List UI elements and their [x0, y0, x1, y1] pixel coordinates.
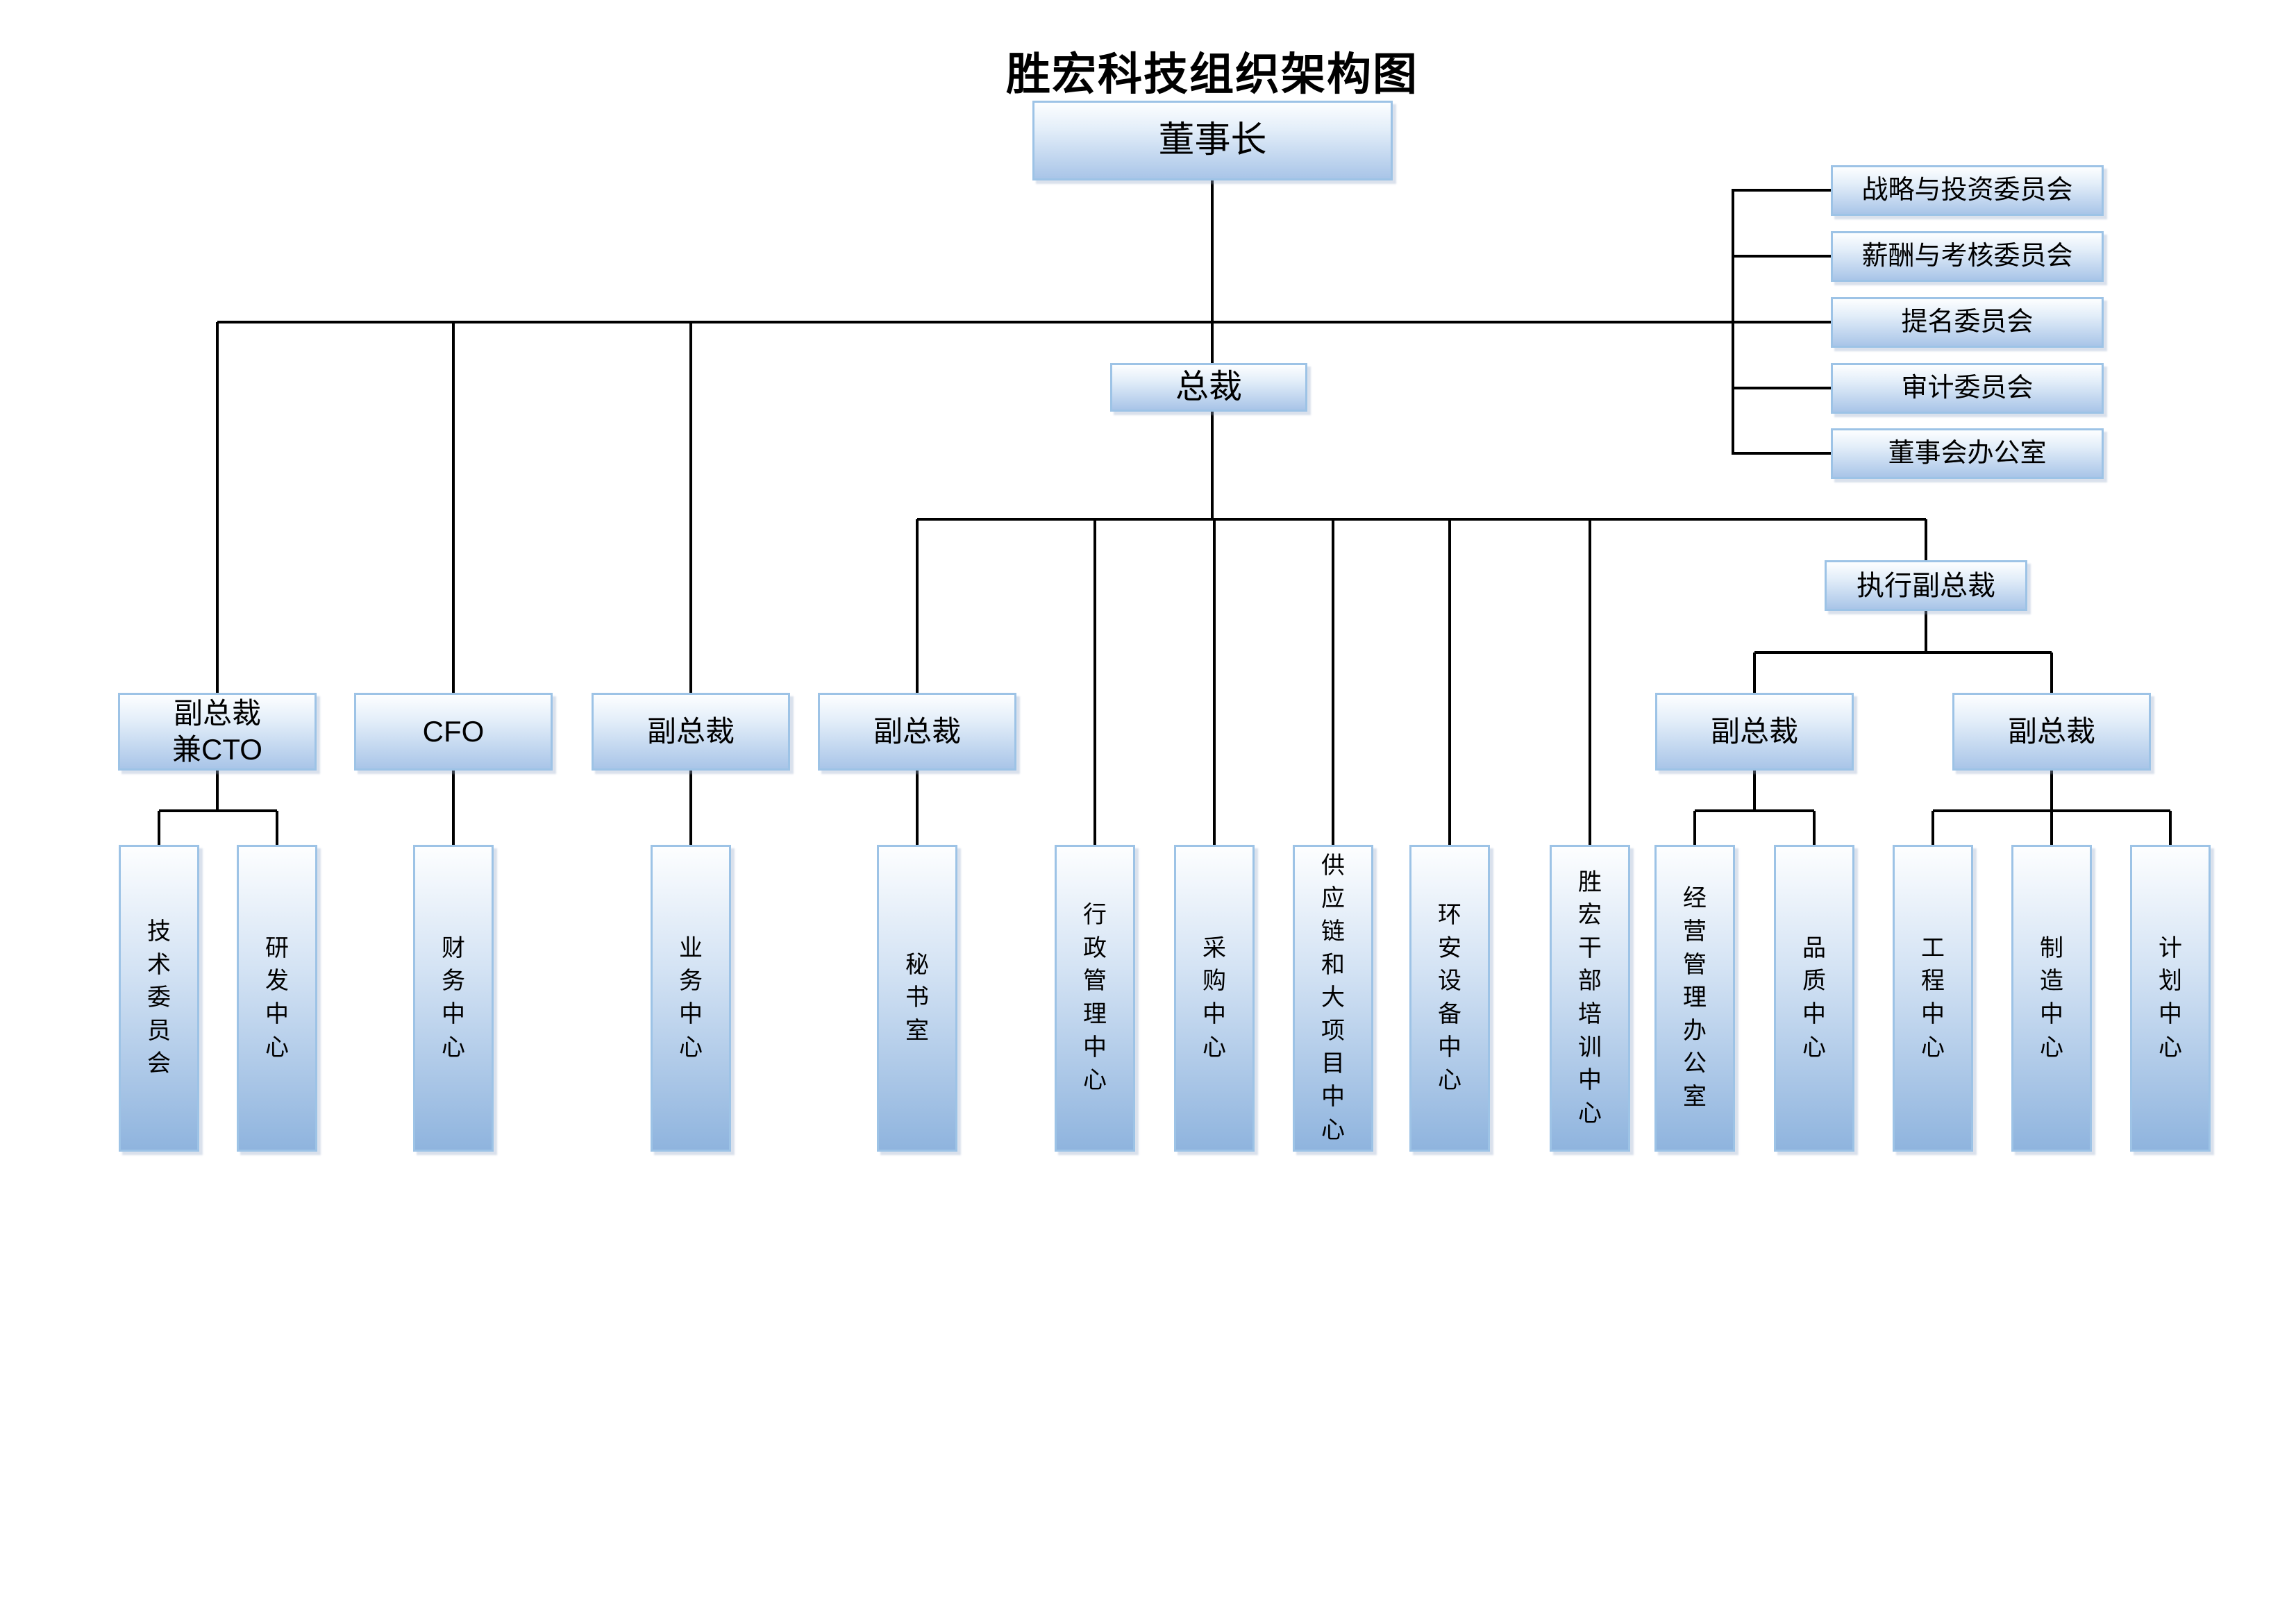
connector-line — [1211, 180, 1214, 363]
org-box-label: 执行副总裁 — [1857, 570, 1995, 601]
org-box-label: 副总裁 — [2007, 714, 2095, 748]
org-box-dept-operations-management-office: 经营管理办公室 — [1654, 845, 1735, 1152]
org-box-label: 行政管理中心 — [1083, 902, 1107, 1094]
connector-line — [916, 519, 919, 693]
org-box-dept-technology-committee: 技术委员会 — [119, 845, 199, 1152]
org-box-label: 董事会办公室 — [1888, 438, 2047, 468]
org-box-dept-secretary-office: 秘书室 — [877, 845, 957, 1152]
connector-line — [1753, 771, 1756, 811]
connector-line — [689, 771, 692, 845]
org-box-dept-cadre-training-center: 胜宏干部培训中心 — [1550, 845, 1630, 1152]
connector-line — [1732, 189, 1734, 455]
org-box-dept-supply-chain-major-projects-center: 供应链和大项目中心 — [1293, 845, 1373, 1152]
connector-line — [1733, 387, 1831, 389]
connector-line — [1448, 519, 1451, 845]
org-box-vp-manufacturing: 副总裁 — [1952, 693, 2151, 771]
connector-line — [1213, 519, 1216, 845]
connector-line — [2169, 811, 2172, 845]
org-box-dept-quality-center: 品质中心 — [1774, 845, 1854, 1152]
org-box-label: 董事长 — [1158, 120, 1267, 160]
connector-line — [159, 809, 277, 812]
connector-line — [689, 322, 692, 693]
org-box-label: 研发中心 — [265, 934, 289, 1061]
connector-line — [1211, 412, 1214, 519]
org-box-committee-audit: 审计委员会 — [1831, 363, 2104, 414]
org-box-label: 供应链和大项目中心 — [1321, 852, 1345, 1143]
org-box-label: 品质中心 — [1802, 934, 1826, 1061]
org-box-committee-strategy-investment: 战略与投资委员会 — [1831, 165, 2104, 216]
org-box-dept-engineering-center: 工程中心 — [1893, 845, 1973, 1152]
org-box-dept-business-center: 业务中心 — [651, 845, 731, 1152]
org-box-label: 副总裁 — [646, 714, 735, 748]
org-box-label: 提名委员会 — [1901, 307, 2034, 337]
connector-line — [2050, 811, 2053, 845]
connector-line — [1753, 653, 1756, 693]
org-box-chairman: 董事长 — [1032, 101, 1393, 180]
org-box-dept-planning-center: 计划中心 — [2130, 845, 2211, 1152]
org-box-label: 技术委员会 — [147, 918, 171, 1077]
org-box-label: 副总裁 兼CTO — [172, 696, 262, 766]
org-box-label: 计划中心 — [2159, 934, 2182, 1061]
connector-line — [1925, 611, 1927, 653]
org-box-dept-finance-center: 财务中心 — [413, 845, 494, 1152]
org-box-label: 制造中心 — [2040, 934, 2063, 1061]
connector-line — [1589, 519, 1591, 845]
org-box-dept-ehs-equipment-center: 环安设备中心 — [1409, 845, 1490, 1152]
connector-line — [452, 322, 455, 693]
org-box-label: 薪酬与考核委员会 — [1861, 241, 2073, 271]
org-box-label: 审计委员会 — [1901, 373, 2034, 403]
connector-line — [1733, 452, 1831, 455]
page-title: 胜宏科技组织架构图 — [1006, 49, 1418, 99]
org-box-dept-admin-management-center: 行政管理中心 — [1055, 845, 1135, 1152]
org-box-dept-manufacturing-center: 制造中心 — [2011, 845, 2092, 1152]
connector-line — [216, 322, 219, 693]
connector-line — [1093, 519, 1096, 845]
org-box-president: 总裁 — [1110, 363, 1307, 412]
org-box-label: 经营管理办公室 — [1683, 885, 1707, 1110]
connector-line — [2050, 653, 2053, 693]
org-box-label: 胜宏干部培训中心 — [1578, 868, 1602, 1127]
org-box-label: 秘书室 — [905, 951, 929, 1044]
connector-line — [1733, 255, 1831, 258]
org-box-label: 环安设备中心 — [1438, 902, 1461, 1094]
org-box-vp-secretary: 副总裁 — [818, 693, 1016, 771]
connector-line — [1925, 519, 1927, 560]
connector-line — [452, 771, 455, 845]
connector-line — [2050, 771, 2053, 811]
connector-line — [916, 771, 919, 845]
org-box-cfo: CFO — [354, 693, 553, 771]
org-box-vp-operations: 副总裁 — [1655, 693, 1854, 771]
org-box-board-office: 董事会办公室 — [1831, 428, 2104, 479]
connector-line — [217, 321, 1831, 323]
connector-line — [276, 811, 278, 845]
org-box-label: 工程中心 — [1921, 934, 1945, 1061]
org-box-label: 副总裁 — [873, 714, 961, 748]
connector-line — [216, 771, 219, 811]
org-box-dept-rd-center: 研发中心 — [237, 845, 317, 1152]
org-box-label: 战略与投资委员会 — [1861, 175, 2073, 205]
org-box-committee-compensation-appraisal: 薪酬与考核委员会 — [1831, 231, 2104, 282]
org-box-vp-business: 副总裁 — [592, 693, 790, 771]
connector-line — [1813, 811, 1816, 845]
org-box-label: 业务中心 — [679, 934, 703, 1061]
connector-line — [1733, 189, 1831, 192]
connector-line — [1693, 811, 1696, 845]
connector-line — [1754, 651, 2052, 654]
org-box-label: 采购中心 — [1203, 934, 1226, 1061]
org-box-label: 财务中心 — [442, 934, 465, 1061]
org-box-dept-procurement-center: 采购中心 — [1174, 845, 1255, 1152]
org-box-executive-vp: 执行副总裁 — [1825, 560, 2027, 611]
connector-line — [1932, 811, 1934, 845]
connector-line — [917, 518, 1926, 521]
org-box-committee-nomination: 提名委员会 — [1831, 297, 2104, 348]
connector-line — [158, 811, 160, 845]
org-box-label: 总裁 — [1175, 369, 1242, 405]
org-box-label: 副总裁 — [1710, 714, 1798, 748]
connector-line — [1332, 519, 1334, 845]
org-box-label: CFO — [422, 714, 485, 748]
connector-line — [1695, 809, 1814, 812]
org-box-vp-cto: 副总裁 兼CTO — [118, 693, 317, 771]
